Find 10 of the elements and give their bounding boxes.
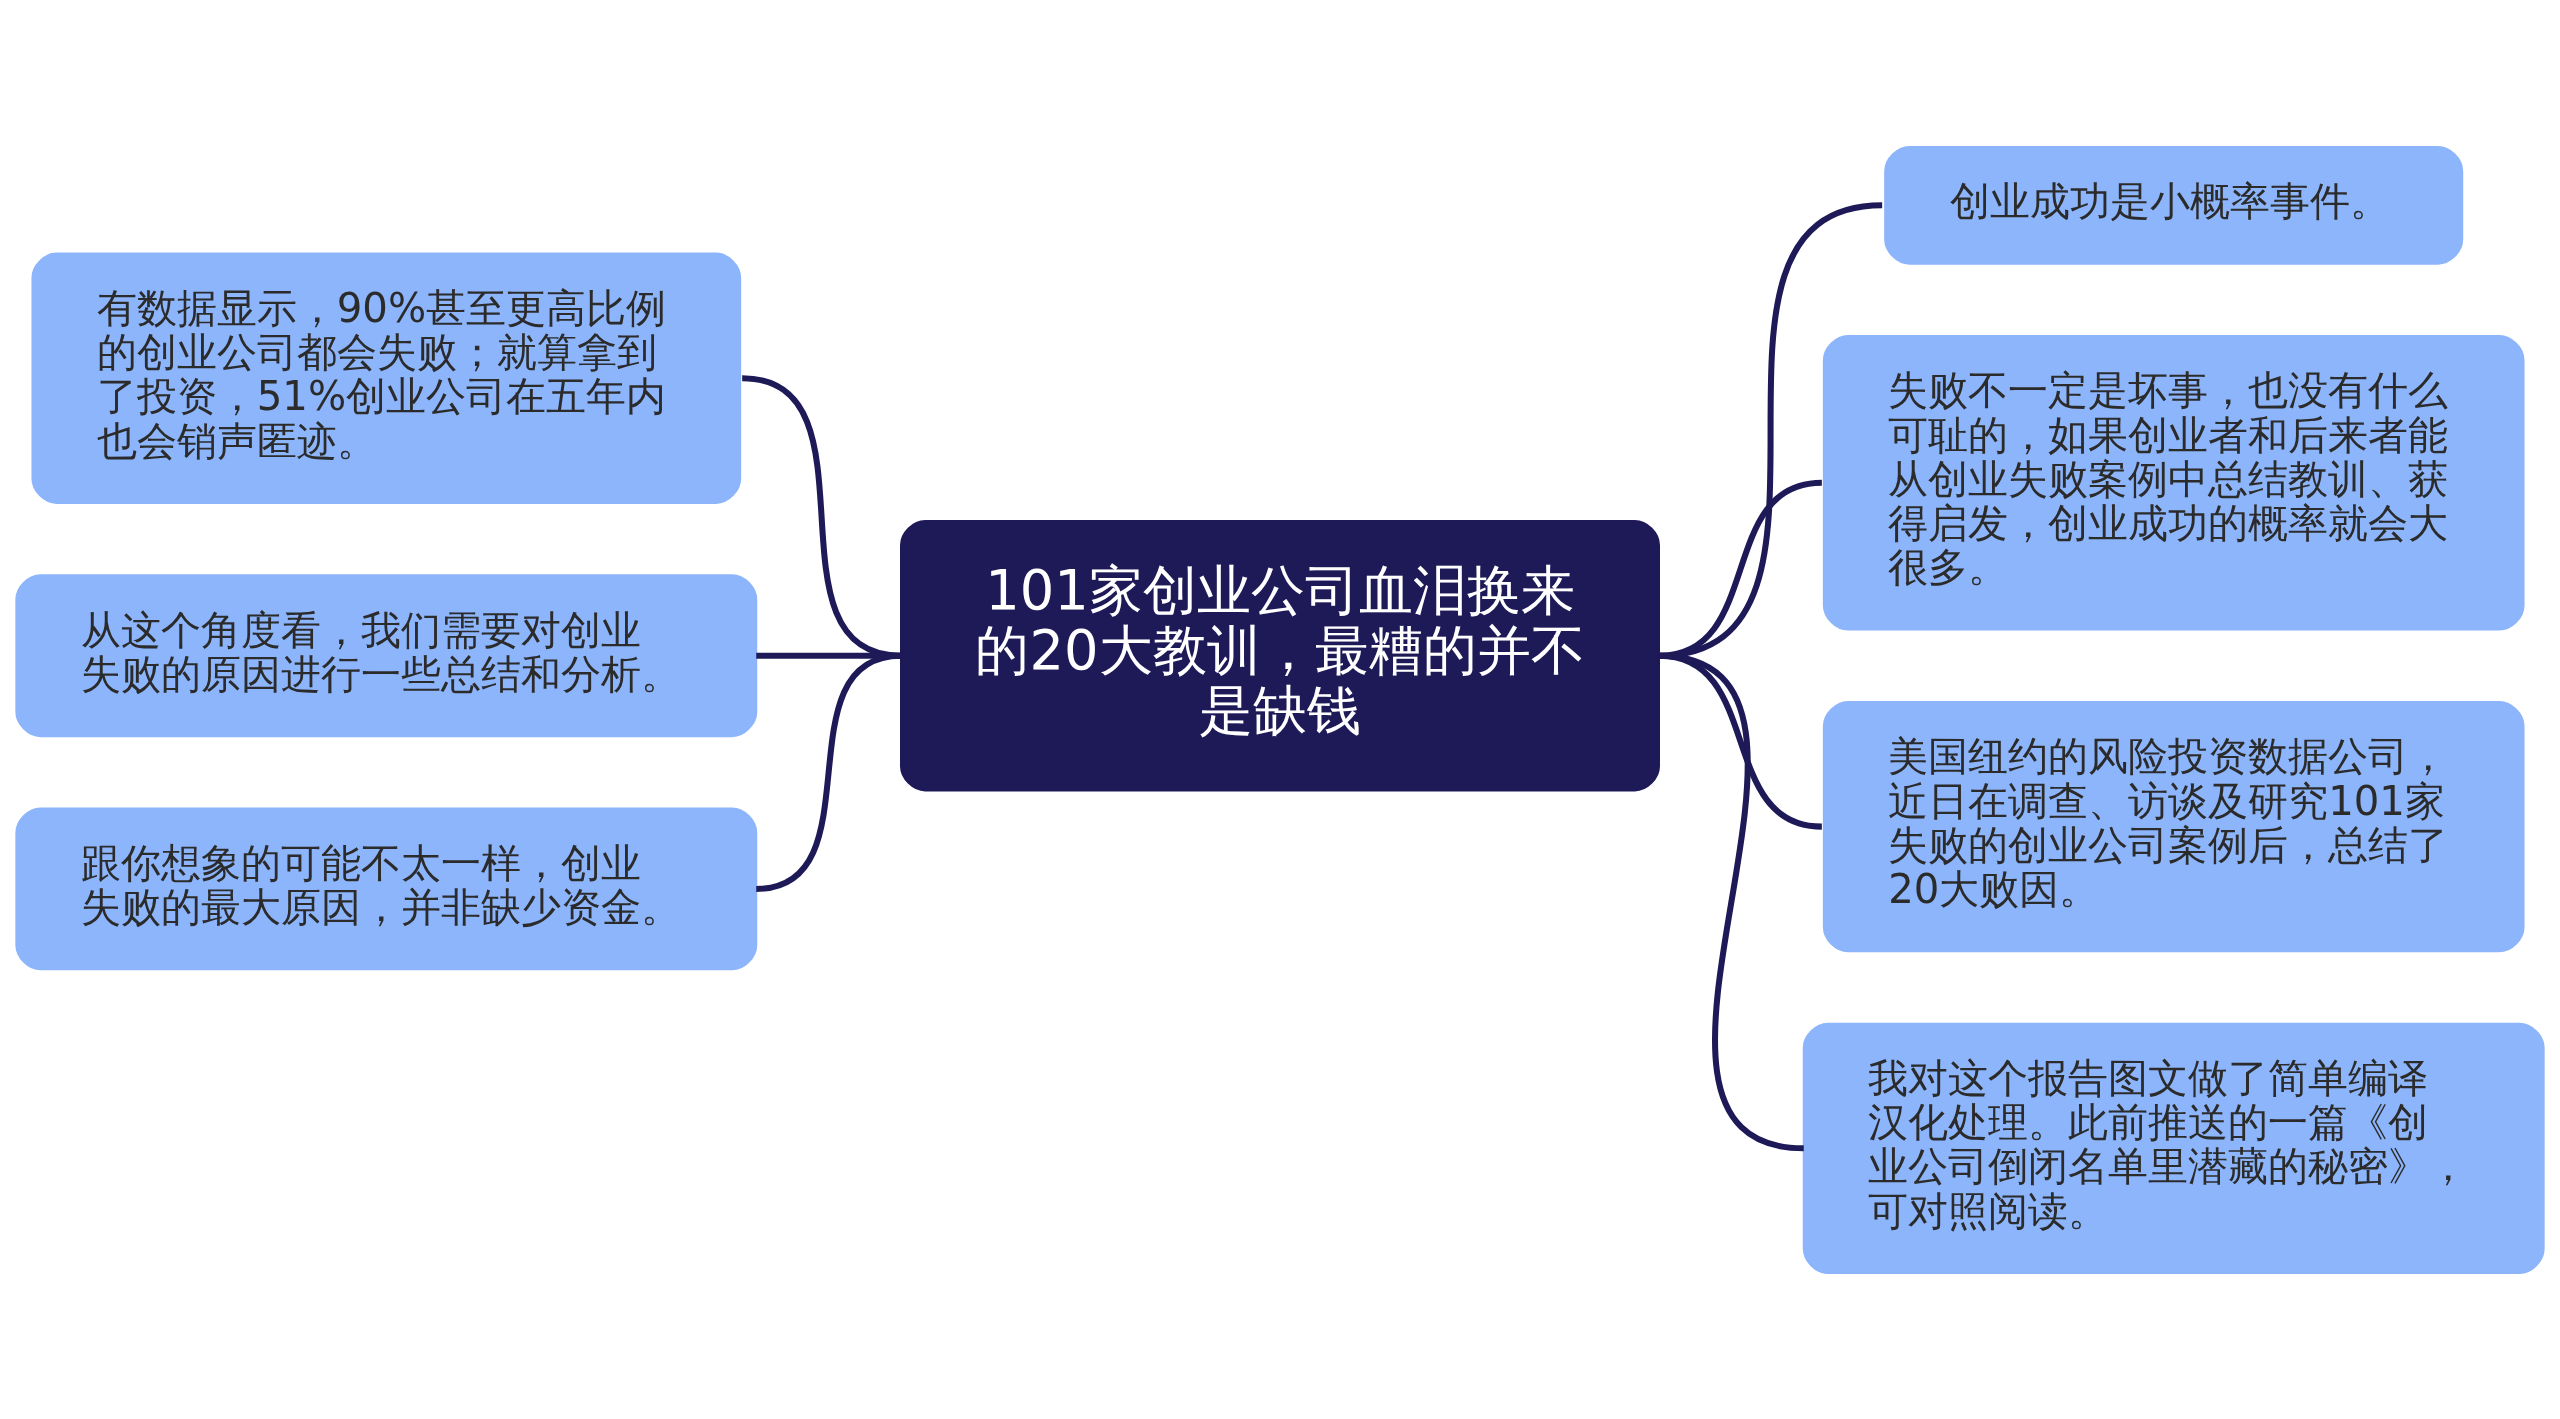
node-box: 有数据显示，90%甚至更高比例的创业公司都会失败；就算拿到了投资，51%创业公司在五年内也会销声匿迹。 (31, 252, 742, 504)
node-box: 从这个角度看，我们需要对创业失败的原因进行一些总结和分析。 (15, 573, 758, 737)
node-box: 创业成功是小概率事件。 (1884, 145, 2464, 265)
node-box: 我对这个报告图文做了简单编译汉化处理。此前推送的一篇《创业公司倒闭名单里潜藏的秘密》，可对照阅读。 (1802, 1022, 2545, 1274)
connector (1658, 652, 1805, 1151)
node-box: 101家创业公司血泪换来的20大教训，最糟的并不是缺钱 (900, 519, 1660, 791)
connector (755, 652, 902, 892)
node-box: 失败不一定是坏事，也没有什么可耻的，如果创业者和后来者能从创业失败案例中总结教训、获得启发，创业成功的概率就会大很多。 (1822, 334, 2525, 631)
node-box: 跟你想象的可能不太一样，创业失败的最大原因，并非缺少资金。 (15, 807, 758, 970)
node-box: 美国纽约的风险投资数据公司，近日在调查、访谈及研究101家失败的创业公司案例后，总结了20大败因。 (1822, 700, 2525, 952)
